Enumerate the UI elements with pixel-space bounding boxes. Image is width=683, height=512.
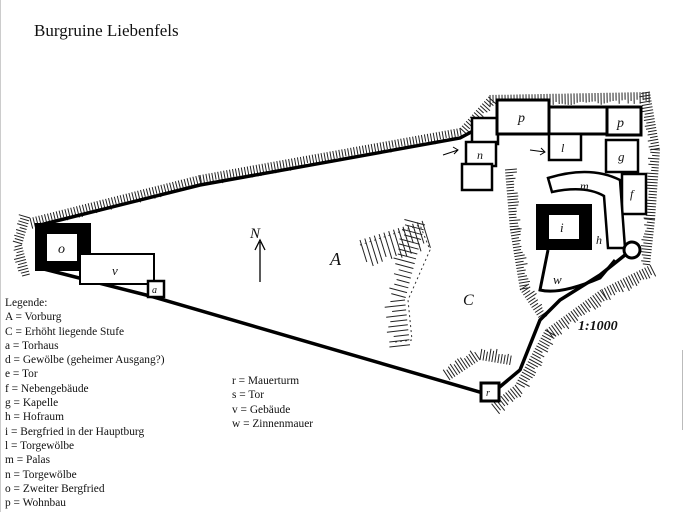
inner-terrace-edge	[360, 225, 430, 342]
plan-label-g: g	[618, 149, 625, 164]
gate-vault-n-3	[462, 164, 492, 190]
plan-label-A: A	[329, 249, 342, 269]
gate-vault-n	[472, 118, 498, 144]
plan-label-i: i	[560, 220, 564, 235]
legend-entry: i = Bergfried in der Hauptburg	[5, 425, 165, 439]
legend-entry: l = Torgewölbe	[5, 439, 165, 453]
legend-entry: C = Erhöht liegende Stufe	[5, 325, 165, 339]
legend-entry: d = Gewölbe (geheimer Ausgang?)	[5, 353, 165, 367]
access-arrow-2	[530, 148, 545, 155]
plan-label-p-1: p	[517, 111, 525, 126]
plan-label-w: w	[553, 272, 562, 287]
legend-entry: r = Mauerturm	[232, 374, 313, 388]
legend-entry: n = Torgewölbe	[5, 468, 165, 482]
legend-entry: e = Tor	[5, 367, 165, 381]
gate-vault-l	[549, 134, 581, 160]
plan-label-o: o	[58, 242, 65, 257]
access-arrow-1	[443, 147, 458, 155]
legend-entry: m = Palas	[5, 453, 165, 467]
legend-entry: v = Gebäude	[232, 403, 313, 417]
keep-i-interior	[549, 215, 579, 239]
legend-entry: f = Nebengebäude	[5, 382, 165, 396]
plan-label-a: a	[152, 285, 157, 296]
legend-right: r = Mauerturms = Torv = Gebäudew = Zinne…	[232, 374, 313, 431]
legend-entry: o = Zweiter Bergfried	[5, 482, 165, 496]
plan-label-m: m	[580, 179, 589, 193]
plan-label-v: v	[112, 263, 118, 278]
round-tower	[624, 242, 640, 258]
legend-entry: s = Tor	[232, 388, 313, 402]
residential-p-2	[549, 107, 609, 134]
residential-p-3	[607, 107, 641, 135]
legend-entry: p = Wohnbau	[5, 496, 165, 510]
plan-label-p-2: p	[616, 116, 624, 131]
legend-entry: a = Torhaus	[5, 339, 165, 353]
north-label: N	[249, 226, 261, 242]
legend-entry: g = Kapelle	[5, 396, 165, 410]
plan-label-n: n	[477, 148, 483, 162]
legend-entry: A = Vorburg	[5, 310, 165, 324]
ancillary-f	[622, 174, 646, 214]
plan-label-r: r	[486, 388, 490, 399]
plan-label-C: C	[463, 292, 474, 309]
legend-left: Legende: A = VorburgC = Erhöht liegende …	[5, 296, 165, 510]
plan-label-h: h	[596, 233, 602, 247]
scale-label: 1:1000	[578, 319, 618, 334]
outer-wall	[40, 130, 475, 225]
legend-entry: w = Zinnenmauer	[232, 417, 313, 431]
legend-entry: h = Hofraum	[5, 410, 165, 424]
legend-heading: Legende:	[5, 296, 165, 310]
wall-tower-r	[481, 383, 499, 401]
